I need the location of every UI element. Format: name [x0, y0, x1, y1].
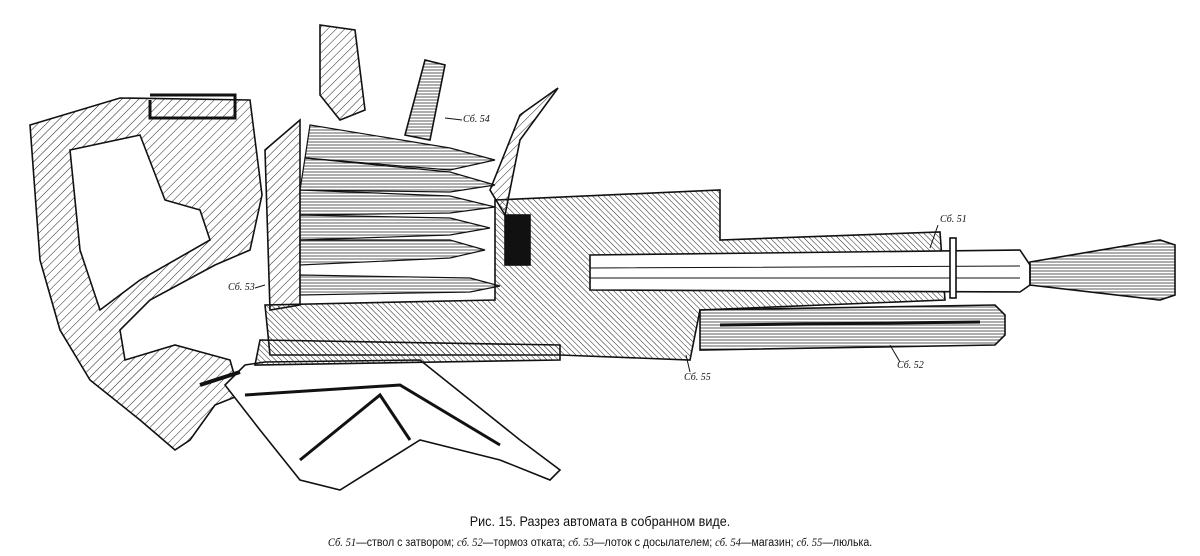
legend-text: —ствол с затвором; [356, 537, 455, 549]
cartridges [299, 124, 501, 296]
legend-code: сб. 53 [568, 537, 594, 549]
cradle-sector [223, 359, 562, 491]
legend-text: —магазин; [740, 537, 794, 549]
legend-code: сб. 55 [796, 537, 823, 549]
figure-caption-legend: Сб. 51—ствол с затвором; сб. 52—тормоз о… [48, 537, 1152, 549]
gun-cutaway-drawing [29, 24, 1176, 491]
barrel [589, 249, 1031, 293]
label-sb52: Сб. 52 [897, 360, 924, 371]
magazine [319, 24, 366, 121]
legend-code: Сб. 51 [327, 537, 357, 549]
legend-text: —тормоз отката; [482, 537, 566, 549]
legend-text: —лоток с досылателем; [593, 537, 713, 549]
label-sb55: Сб. 55 [684, 372, 711, 383]
label-sb54: Сб. 54 [463, 114, 490, 125]
recoil-brake [699, 304, 1006, 351]
legend-code: сб. 52 [457, 537, 483, 549]
flash-hider [1029, 239, 1176, 301]
legend-text: —люлька. [822, 537, 873, 549]
legend-code: сб. 54 [715, 537, 741, 549]
label-sb53: Сб. 53 [228, 282, 255, 293]
label-sb51: Сб. 51 [940, 214, 967, 225]
figure-caption-title: Рис. 15. Разрез автомата в собранном вид… [469, 513, 731, 529]
